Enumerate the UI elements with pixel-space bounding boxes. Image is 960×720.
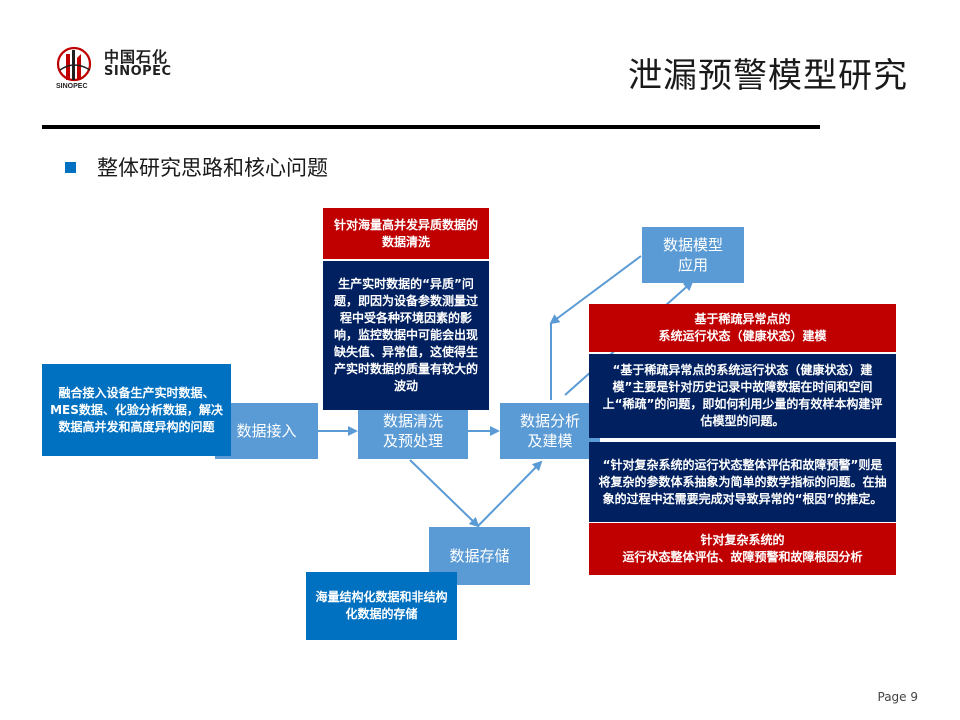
callout-storage-note: 海量结构化数据和非结构化数据的存储 (306, 572, 457, 640)
title-divider (42, 125, 820, 129)
arrow-storage-to-analysis (477, 460, 543, 527)
svg-text:SINOPEC: SINOPEC (56, 83, 88, 90)
callout-clean-header: 针对海量高并发异质数据的数据清洗 (323, 208, 489, 259)
logo-text-en: SINOPEC (104, 64, 172, 79)
callout-ingest-note: 融合接入设备生产实时数据、MES数据、化验分析数据，解决数据高并发和高度异构的问… (42, 364, 231, 456)
arrow-application-to-analysis-top (549, 255, 642, 325)
logo-text-cn: 中国石化 (104, 48, 169, 66)
callout-sparse-header: 基于稀疏异常点的 系统运行状态（健康状态）建模 (589, 304, 896, 352)
node-model-application: 数据模型 应用 (642, 227, 744, 283)
node-data-cleaning: 数据清洗 及预处理 (358, 403, 468, 459)
sinopec-logo: SINOPEC (56, 46, 92, 90)
callout-complex-body: “针对复杂系统的运行状态整体评估和故障预警”则是将复杂的参数体系抽象为简单的数学… (589, 442, 896, 522)
node-data-ingest: 数据接入 (215, 403, 318, 459)
section-subtitle: 整体研究思路和核心问题 (97, 156, 328, 180)
callout-clean-body: 生产实时数据的“异质”问题，即因为设备参数测量过程中受各种环境因素的影响，监控数… (323, 261, 489, 410)
bullet-square-icon (65, 162, 76, 173)
arrow-clean-to-storage (409, 459, 480, 528)
callout-sparse-body: “基于稀疏异常点的系统运行状态（健康状态）建模”主要是针对历史记录中故障数据在时… (589, 354, 896, 438)
callout-complex-header: 针对复杂系统的 运行状态整体评估、故障预警和故障根因分析 (589, 523, 896, 575)
node-data-analysis: 数据分析 及建模 (500, 403, 600, 459)
page-number: Page 9 (877, 690, 919, 704)
page-title: 泄漏预警模型研究 (628, 56, 908, 96)
